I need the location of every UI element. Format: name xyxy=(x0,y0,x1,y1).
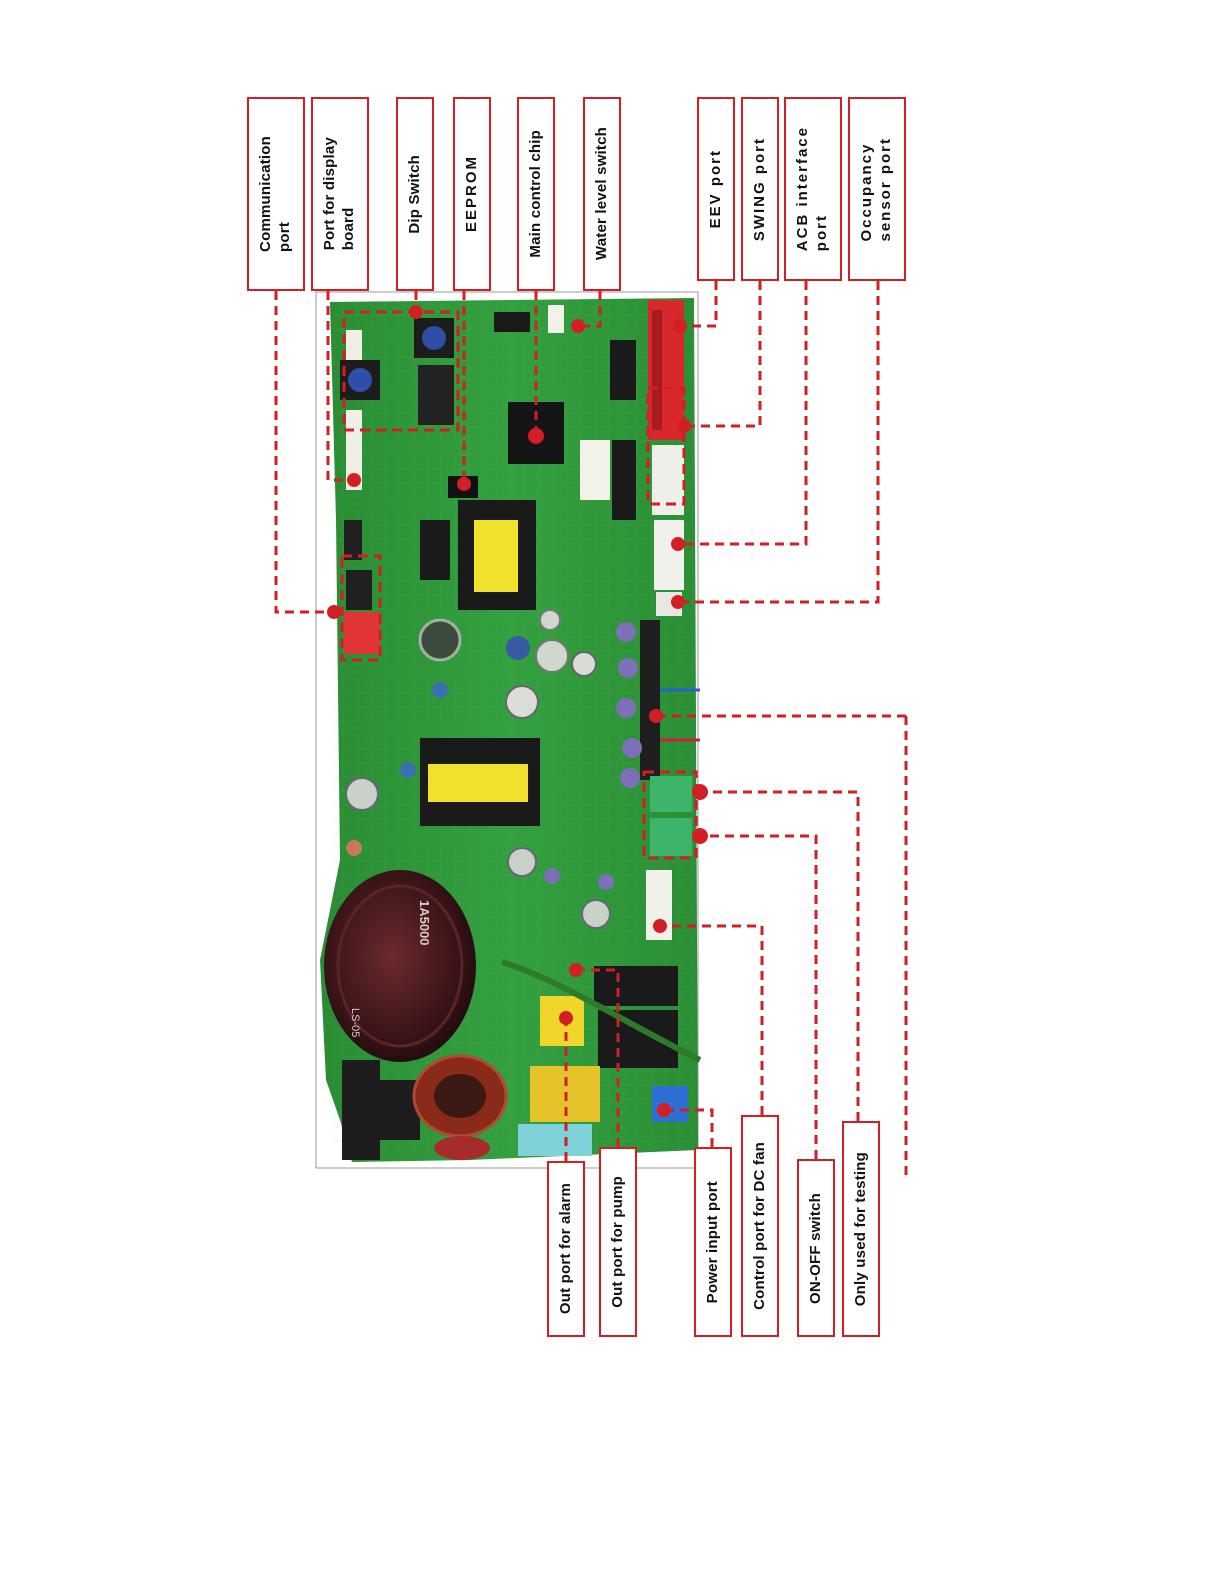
label-text: Out port for pump xyxy=(609,1176,628,1308)
label-main-control-chip: Main control chip xyxy=(517,97,555,291)
capacitor-side-marking: LS-05 xyxy=(349,1008,361,1037)
label-power-input-port: Power input port xyxy=(694,1147,732,1337)
label-text: Main control chip xyxy=(527,130,546,258)
label-text: Control port for DC fan xyxy=(751,1142,770,1310)
label-text: EEV port xyxy=(707,149,726,228)
label-text: EEPROM xyxy=(463,155,482,232)
label-acb-interface-port: ACB interface port xyxy=(784,97,842,281)
label-text: Power input port xyxy=(704,1181,723,1303)
power-transformer xyxy=(428,764,528,802)
dip-switch-block xyxy=(418,365,454,425)
label-on-off-switch: ON-OFF switch xyxy=(797,1159,835,1337)
label-dc-fan-control-port: Control port for DC fan xyxy=(741,1115,779,1337)
capacitor-marking: 1A5000 xyxy=(417,900,432,946)
label-water-level-switch: Water level switch xyxy=(583,97,621,291)
label-occupancy-sensor-port: Occupancy sensor port xyxy=(848,97,906,281)
label-pump-out-port: Out port for pump xyxy=(599,1147,637,1337)
acb-connector xyxy=(654,520,684,590)
label-text: Out port for alarm xyxy=(557,1183,576,1314)
label-eev-port: EEV port xyxy=(697,97,735,281)
transformer xyxy=(474,520,518,592)
label-dip-switch: Dip Switch xyxy=(396,97,434,291)
label-text: SWING port xyxy=(751,137,770,241)
on-off-terminal xyxy=(650,776,692,812)
relay-1 xyxy=(594,966,678,1006)
label-communication-port: Communication port xyxy=(247,97,305,291)
label-eeprom: EEPROM xyxy=(453,97,491,291)
label-text: Water level switch xyxy=(593,127,612,260)
label-testing-only: Only used for testing xyxy=(842,1121,880,1337)
label-swing-port: SWING port xyxy=(741,97,779,281)
label-text: Communication port xyxy=(257,136,295,252)
label-display-board-port: Port for display board xyxy=(311,97,369,291)
label-alarm-out-port: Out port for alarm xyxy=(547,1161,585,1337)
label-text: Port for display board xyxy=(321,137,359,250)
label-text: Dip Switch xyxy=(406,155,425,234)
label-text: Occupancy sensor port xyxy=(858,137,896,242)
rotary-switch xyxy=(422,326,446,350)
label-text: Only used for testing xyxy=(852,1152,871,1306)
comm-connector xyxy=(344,612,380,654)
terminal-block xyxy=(650,818,692,856)
label-text: ON-OFF switch xyxy=(807,1193,826,1304)
power-terminal xyxy=(652,1086,688,1122)
bulk-capacitor xyxy=(324,870,476,1062)
label-text: ACB interface port xyxy=(794,126,832,251)
